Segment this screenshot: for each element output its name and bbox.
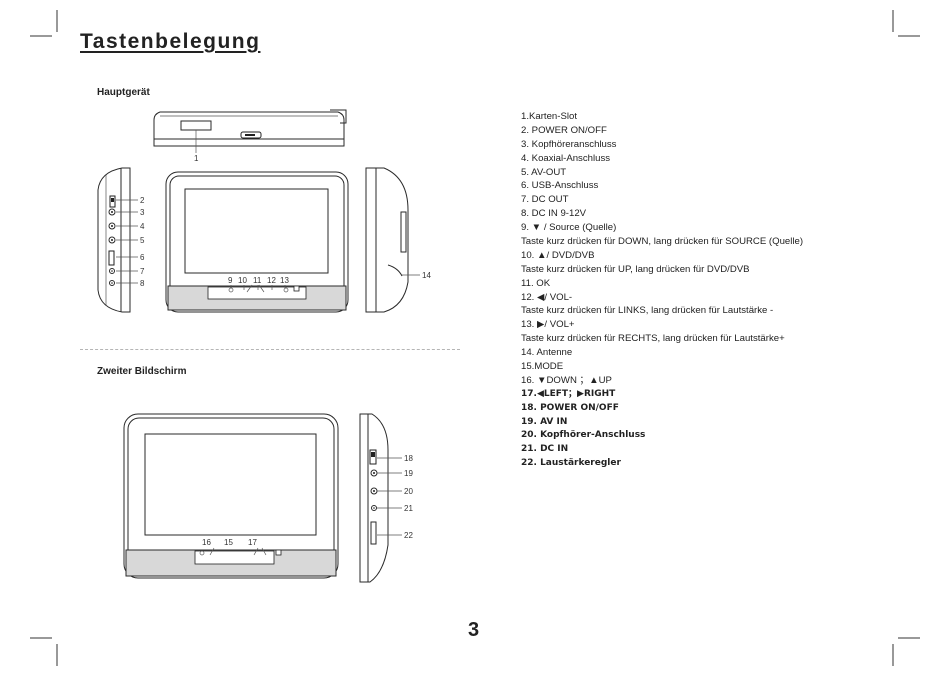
legend-item: 18. POWER ON/OFF xyxy=(521,402,619,413)
legend-item: 4. Koaxial-Anschluss xyxy=(521,152,611,164)
callout-20: 20 xyxy=(404,487,413,496)
callout-7: 7 xyxy=(140,267,145,276)
section-divider xyxy=(80,349,460,350)
legend-item: 11. OK xyxy=(521,277,551,289)
legend-item: 20. Kopfhörer-Anschluss xyxy=(521,430,646,441)
legend-item: 10. ▲/ DVD/DVB xyxy=(521,249,595,261)
legend-item: 12. ◀/ VOL- xyxy=(521,291,573,303)
callout-2: 2 xyxy=(140,196,145,205)
callout-17: 17 xyxy=(248,538,257,547)
legend-item: Taste kurz drücken für LINKS, lang drück… xyxy=(521,305,774,317)
main-unit-front-view: 9 10 11 12 13 xyxy=(165,171,349,313)
callout-22: 22 xyxy=(404,531,413,540)
callout-6: 6 xyxy=(140,253,145,262)
second-screen-side-view: 18 19 20 21 22 xyxy=(359,413,413,583)
main-unit-top-view: 1 xyxy=(153,109,347,163)
callout-15: 15 xyxy=(224,538,233,547)
main-unit-left-view: 2 3 4 5 6 7 8 xyxy=(97,167,145,313)
callout-1: 1 xyxy=(194,154,199,163)
callout-19: 19 xyxy=(404,469,413,478)
callout-11: 11 xyxy=(253,276,262,285)
second-screen-front-view: 16 15 17 xyxy=(123,413,339,579)
legend-item: 7. DC OUT xyxy=(521,194,569,206)
callout-13: 13 xyxy=(280,276,289,285)
page-number: 3 xyxy=(468,619,480,641)
button-legend-list: 1.Karten-Slot 2. POWER ON/OFF 3. Kopfhörer… xyxy=(521,110,941,471)
legend-item: 1.Karten-Slot xyxy=(521,111,577,122)
callout-14: 14 xyxy=(422,271,431,280)
legend-item: Taste kurz drücken für DOWN, lang drücke… xyxy=(521,236,804,248)
legend-item: Taste kurz drücken für RECHTS, lang drüc… xyxy=(521,333,785,345)
legend-item: 16. ▼DOWN ；▲UP xyxy=(521,374,612,386)
callout-10: 10 xyxy=(238,276,247,285)
callout-16: 16 xyxy=(202,538,211,547)
callout-12: 12 xyxy=(267,276,276,285)
legend-item: 19. AV IN xyxy=(521,416,568,427)
legend-item: 14. Antenne xyxy=(521,347,573,359)
legend-item: 22. Laustärkeregler xyxy=(521,458,621,469)
legend-item: 3. Kopfhöreranschluss xyxy=(521,138,617,150)
page-title: Tastenbelegung xyxy=(80,30,261,53)
legend-item: 13. ▶/ VOL+ xyxy=(521,319,575,331)
callout-5: 5 xyxy=(140,236,145,245)
callout-9: 9 xyxy=(228,276,233,285)
legend-item: 6. USB-Anschluss xyxy=(521,180,599,192)
callout-3: 3 xyxy=(140,208,145,217)
legend-item: 2. POWER ON/OFF xyxy=(521,124,607,136)
legend-item: 17.◀LEFT；▶RIGHT xyxy=(521,388,616,399)
callout-21: 21 xyxy=(404,504,413,513)
callout-4: 4 xyxy=(140,222,145,231)
main-unit-right-view: 14 xyxy=(365,167,431,313)
section-heading-second-screen: Zweiter Bildschirm xyxy=(97,366,187,377)
callout-8: 8 xyxy=(140,279,145,288)
legend-item: 8. DC IN 9-12V xyxy=(521,208,587,220)
callout-18: 18 xyxy=(404,454,413,463)
legend-item: 9. ▼ / Source (Quelle) xyxy=(521,222,617,234)
section-heading-main-unit: Hauptgerät xyxy=(97,87,150,98)
legend-item: 21. DC IN xyxy=(521,444,569,455)
legend-item: 5. AV-OUT xyxy=(521,166,567,178)
legend-item: 15.MODE xyxy=(521,361,564,373)
legend-item: Taste kurz drücken für UP, lang drücken … xyxy=(521,263,750,275)
